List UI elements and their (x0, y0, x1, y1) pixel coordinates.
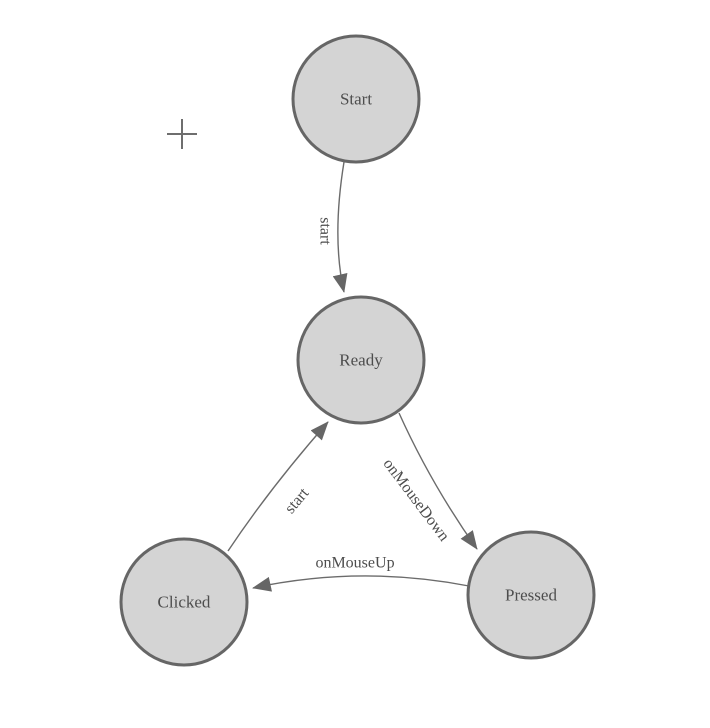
edge-start-to-ready: start (317, 161, 348, 293)
edge-start-to-ready-path[interactable] (332, 161, 348, 293)
edge-start-to-ready-label: start (317, 217, 334, 245)
node-pressed: Pressed (466, 530, 596, 660)
edge-clicked-to-ready-path[interactable] (227, 421, 329, 552)
crosshair-marker (167, 119, 197, 149)
node-pressed-circle[interactable] (466, 530, 596, 660)
node-start-label[interactable]: Start (340, 90, 372, 109)
node-clicked-circle[interactable] (119, 537, 249, 667)
node-clicked-label[interactable]: Clicked (158, 593, 211, 612)
node-start-circle[interactable] (291, 34, 421, 164)
edge-ready-to-pressed-label: onMouseDown (380, 455, 453, 544)
edge-ready-to-pressed-path[interactable] (398, 412, 478, 550)
edge-pressed-to-clicked-label: onMouseUp (315, 555, 394, 572)
node-ready-label[interactable]: Ready (339, 351, 383, 370)
node-start: Start (291, 34, 421, 164)
node-ready-circle[interactable] (296, 295, 426, 425)
edge-clicked-to-ready: start (227, 421, 329, 552)
edge-pressed-to-clicked: onMouseUp (252, 555, 470, 592)
node-pressed-label[interactable]: Pressed (505, 586, 557, 605)
edge-ready-to-pressed: onMouseDown (380, 412, 478, 550)
edge-clicked-to-ready-label: start (282, 485, 313, 517)
node-clicked: Clicked (119, 537, 249, 667)
node-ready: Ready (296, 295, 426, 425)
edge-pressed-to-clicked-path[interactable] (252, 575, 470, 592)
